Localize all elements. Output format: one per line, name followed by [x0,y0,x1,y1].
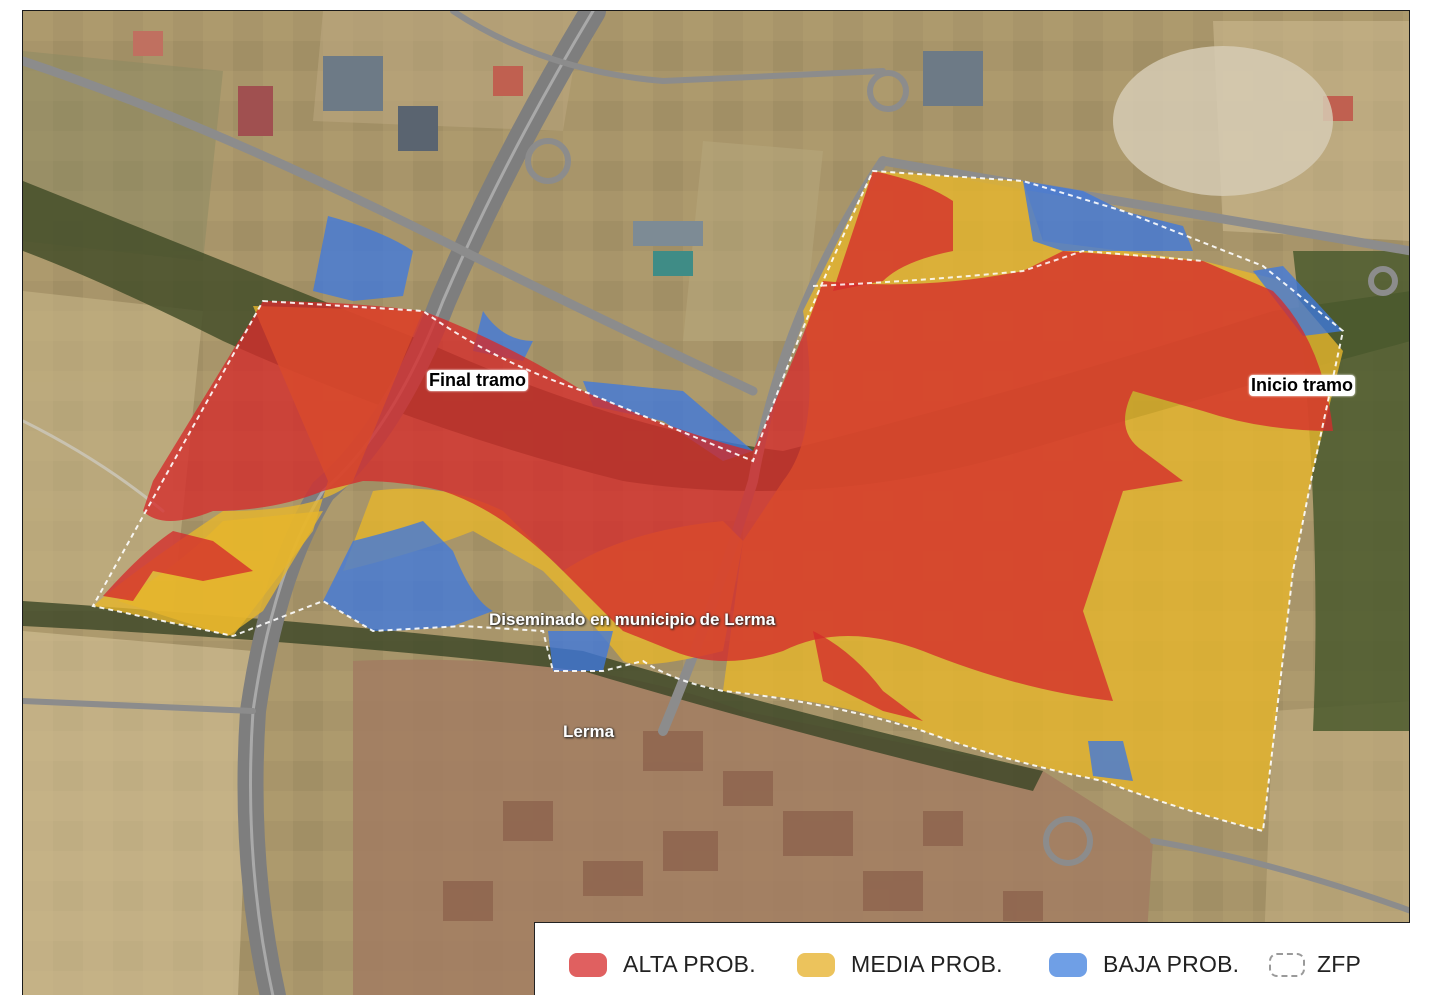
legend-item-baja: BAJA PROB. [1049,951,1239,978]
zfp-boundary [91,169,1345,833]
zone-baja-ene [1253,266,1343,336]
zone-baja-nw [313,216,413,301]
riverbank-trees [23,601,1043,791]
town-blocks [443,731,1043,921]
legend-label-media: MEDIA PROB. [851,951,1003,977]
legend-item-alta: ALTA PROB. [569,951,756,978]
zone-baja-ne [1023,181,1193,251]
map-frame: Final tramo Inicio tramo Diseminado en m… [22,10,1410,995]
town-lerma [353,659,1153,995]
zone-baja-se [1088,741,1133,781]
roundabouts [525,70,1398,866]
legend-swatch-zfp [1269,952,1305,977]
legend-label-alta: ALTA PROB. [623,951,756,977]
road-n1 [23,56,758,396]
zone-alta-main [143,251,1333,701]
zone-alta-ne [833,171,953,291]
zone-alta-sw [103,531,253,601]
flood-zones [91,169,1345,833]
industrial-buildings [133,31,1353,276]
legend-swatch-alta [569,952,607,977]
legend-item-media: MEDIA PROB. [797,951,1003,978]
road-n2 [878,156,1409,256]
flood-map [23,11,1409,995]
legend-swatch-baja [1049,952,1087,977]
road-n4 [450,11,886,85]
legend-label-zfp: ZFP [1317,951,1362,977]
zone-baja-center [323,521,493,631]
road-n5 [23,698,256,714]
label-inicio-tramo: Inicio tramo [1249,375,1356,396]
road-n6 [1150,838,1409,914]
map-legend: ALTA PROB. MEDIA PROB. BAJA PROB. ZFP [534,922,1410,995]
zone-alta-s [813,631,923,721]
quarry [1113,46,1333,196]
label-diseminado: Diseminado en municipio de Lerma [489,610,776,629]
zone-baja-south [548,631,613,671]
zfp-inner [812,249,1204,287]
label-final-tramo: Final tramo [427,370,529,391]
label-lerma: Lerma [563,722,615,741]
legend-swatch-media [797,952,835,977]
legend-label-baja: BAJA PROB. [1103,951,1240,977]
legend-item-zfp: ZFP [1269,951,1361,978]
